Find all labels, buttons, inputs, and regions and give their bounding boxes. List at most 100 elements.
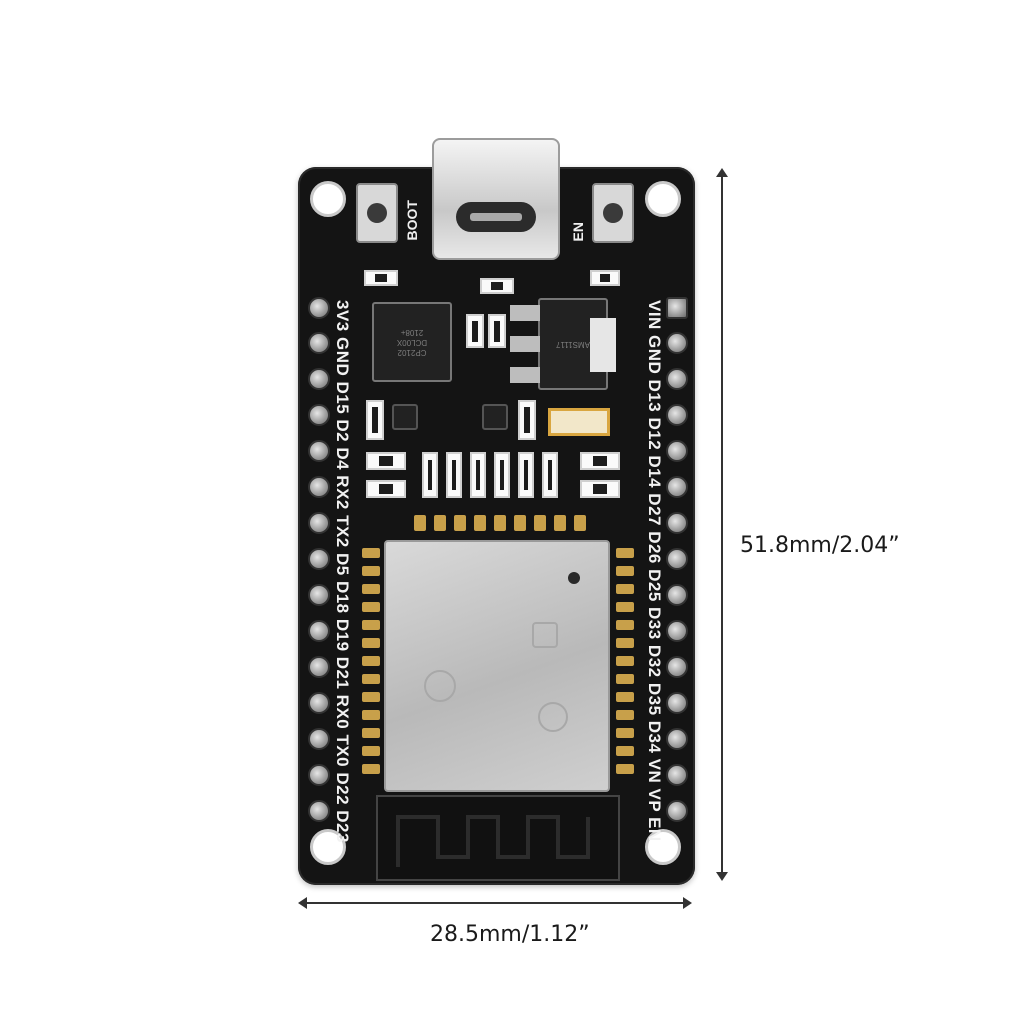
usb-uart-chip-marking: CP2102 DCL00X 2108+ (396, 328, 428, 357)
header-pin (308, 764, 330, 786)
smd-resistor (366, 480, 406, 498)
module-pad (454, 515, 466, 531)
height-arrow-bottom (716, 872, 728, 881)
smd-resistor (366, 452, 406, 470)
module-pad (616, 620, 634, 630)
module-pad (616, 584, 634, 594)
module-pad (362, 656, 380, 666)
height-dimension-line (721, 172, 723, 877)
smd-resistor (590, 270, 620, 286)
header-pin (308, 476, 330, 498)
header-pin (308, 368, 330, 390)
mounting-hole-top-left (310, 181, 346, 217)
module-pad (616, 566, 634, 576)
module-pad (616, 656, 634, 666)
module-pad (362, 692, 380, 702)
module-pad (574, 515, 586, 531)
header-pin (308, 584, 330, 606)
smd-resistor (364, 270, 398, 286)
regulator-leg (510, 336, 540, 352)
module-pad (362, 746, 380, 756)
module-pad (616, 710, 634, 720)
left-pin-labels: 3V3 GND D15 D2 D4 RX2 TX2 D5 D18 D19 D21… (333, 300, 352, 843)
en-button-cap (603, 203, 623, 223)
width-arrow-left (298, 897, 307, 909)
module-pad (616, 548, 634, 558)
boot-button (356, 183, 398, 243)
boot-button-cap (367, 203, 387, 223)
boot-label: BOOT (404, 200, 420, 241)
smd-resistor (470, 452, 486, 498)
transistor (482, 404, 508, 430)
width-arrow-right (683, 897, 692, 909)
mounting-hole-bottom-right (645, 829, 681, 865)
usb-c-connector (432, 138, 560, 260)
usb-c-tongue (470, 213, 522, 221)
smd-resistor (580, 480, 620, 498)
smd-resistor (446, 452, 462, 498)
usb-uart-chip: CP2102 DCL00X 2108+ (372, 302, 452, 382)
header-pin (308, 332, 330, 354)
smd-resistor (542, 452, 558, 498)
smd-capacitor (518, 400, 536, 440)
header-pin (308, 512, 330, 534)
regulator-leg (510, 367, 540, 383)
module-pad (616, 692, 634, 702)
module-pad (362, 602, 380, 612)
header-pin (666, 297, 688, 319)
en-label: EN (570, 222, 586, 242)
width-dimension-label: 28.5mm/1.12” (430, 922, 590, 947)
module-pad (362, 566, 380, 576)
header-pin (666, 764, 688, 786)
pcb-antenna (376, 795, 620, 881)
module-pad (554, 515, 566, 531)
smd-resistor (494, 452, 510, 498)
module-pad (616, 746, 634, 756)
usb-c-port (456, 202, 536, 232)
module-pad (474, 515, 486, 531)
power-led (548, 408, 610, 436)
module-certification-mark (532, 622, 558, 648)
en-button (592, 183, 634, 243)
header-pin (308, 620, 330, 642)
module-pad (414, 515, 426, 531)
module-pad (362, 620, 380, 630)
height-dimension-label: 51.8mm/2.04” (740, 533, 900, 558)
header-pin (666, 620, 688, 642)
smd-resistor (518, 452, 534, 498)
module-pad (434, 515, 446, 531)
smd-capacitor (366, 400, 384, 440)
header-pin (308, 404, 330, 426)
module-pad (362, 638, 380, 648)
width-dimension-line (302, 902, 688, 904)
header-pin (666, 332, 688, 354)
smd-resistor (580, 452, 620, 470)
module-pad (616, 728, 634, 738)
right-pin-labels: VIN GND D13 D12 D14 D27 D26 D25 D33 D32 … (645, 300, 664, 842)
header-pin (308, 728, 330, 750)
module-pad (494, 515, 506, 531)
transistor (392, 404, 418, 430)
header-pin (666, 368, 688, 390)
smd-resistor (422, 452, 438, 498)
wifi-module-shield (384, 540, 610, 792)
mounting-hole-bottom-left (310, 829, 346, 865)
module-pad (362, 728, 380, 738)
header-pin (308, 656, 330, 678)
antenna-trace (396, 815, 590, 867)
module-pad (362, 764, 380, 774)
header-pin (666, 728, 688, 750)
header-pin (666, 692, 688, 714)
module-pad (616, 602, 634, 612)
smd-resistor (480, 278, 514, 294)
module-pad (362, 674, 380, 684)
header-pin (666, 440, 688, 462)
module-pad (616, 674, 634, 684)
header-pin (308, 692, 330, 714)
header-pin (308, 440, 330, 462)
header-pin (666, 800, 688, 822)
header-pin (308, 548, 330, 570)
module-logo-mark (538, 702, 568, 732)
mounting-hole-top-right (645, 181, 681, 217)
